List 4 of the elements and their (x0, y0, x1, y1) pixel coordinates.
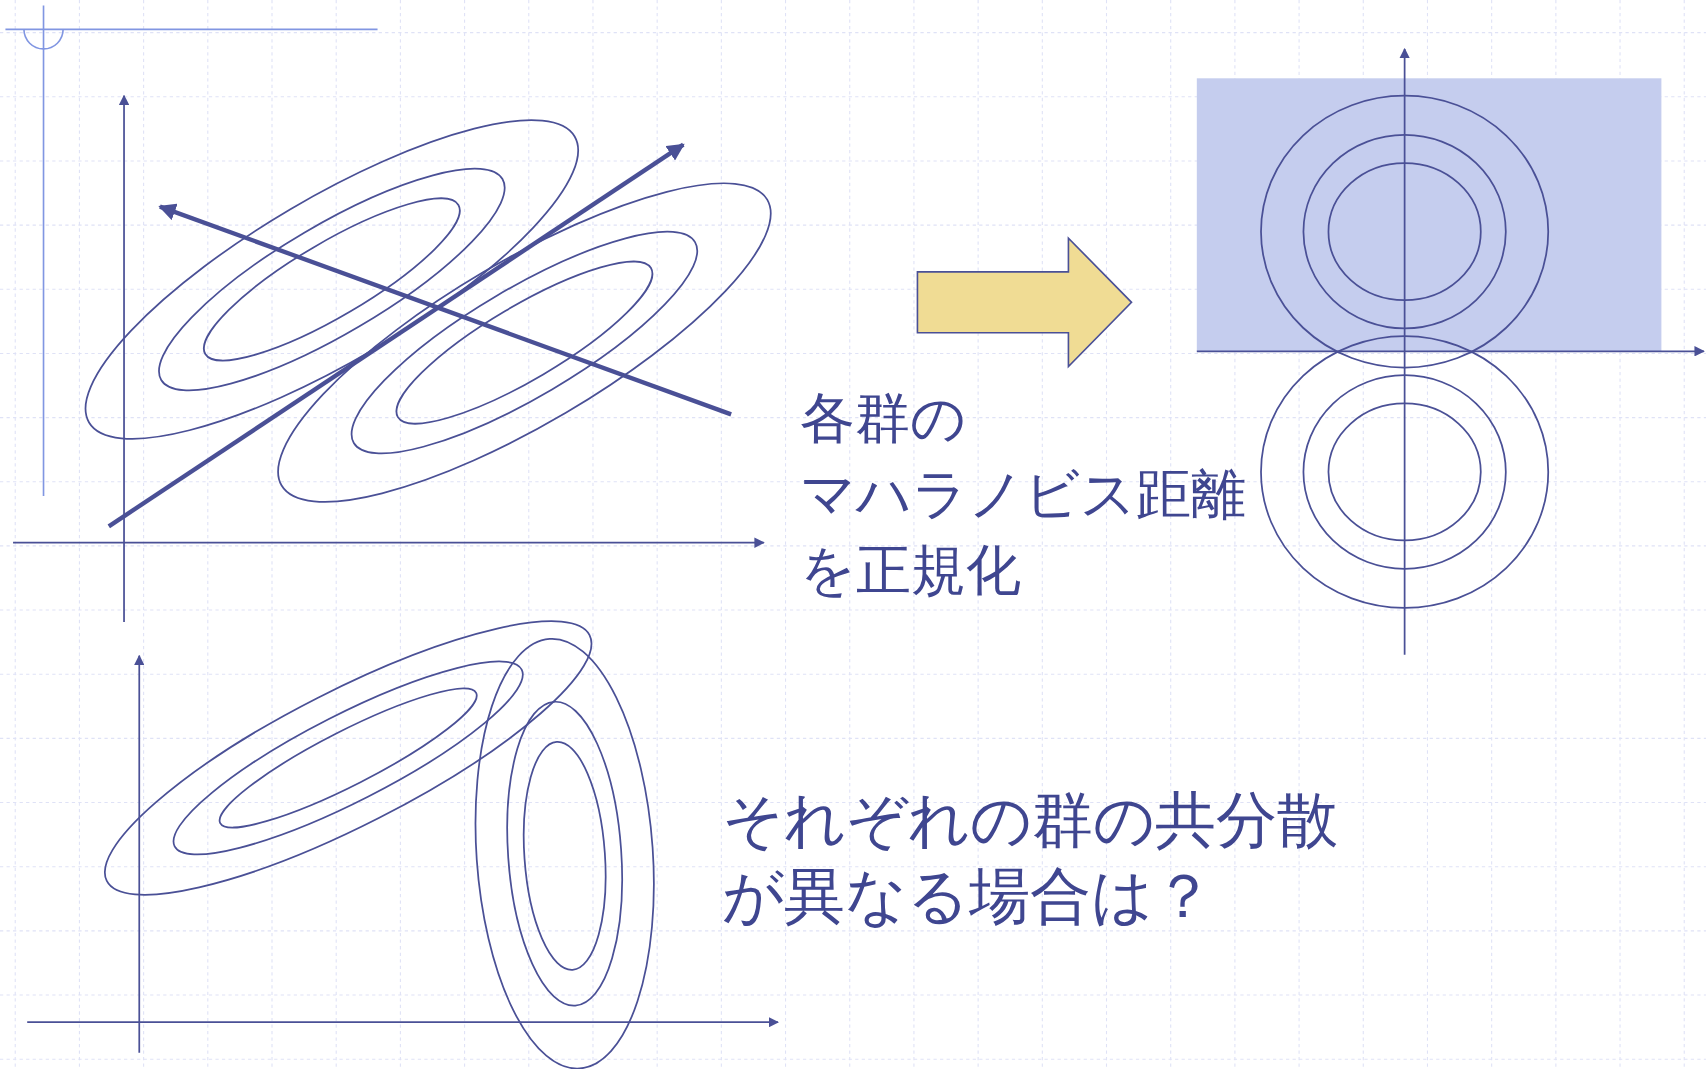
caption-text: 各群のマハラノビス距離を正規化 (800, 385, 1246, 604)
plot-drawing (12, 94, 772, 623)
block-arrow (916, 236, 1133, 369)
caption-text: それぞれの群の共分散が異なる場合は？ (722, 783, 1338, 933)
